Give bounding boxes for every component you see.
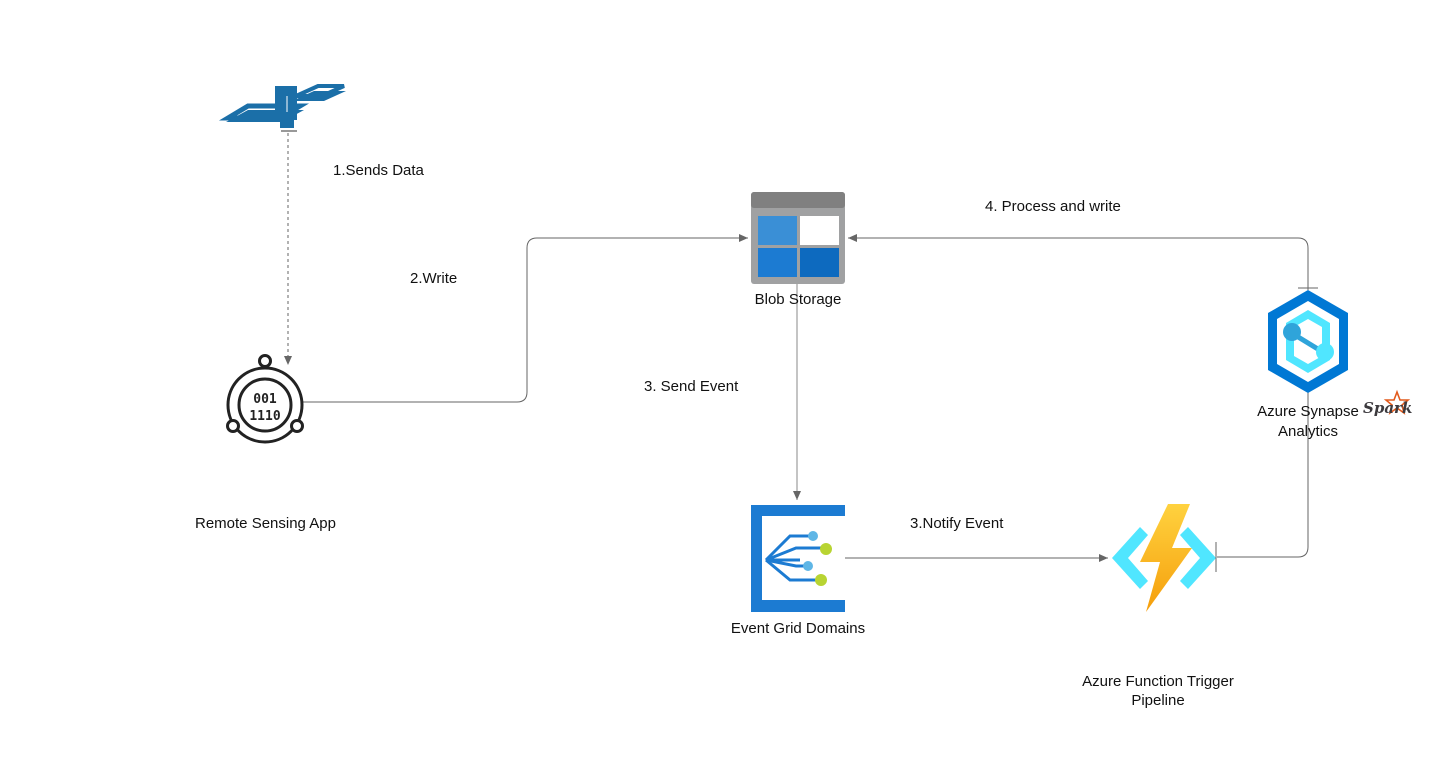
label-event-grid-domains: Event Grid Domains xyxy=(730,620,866,637)
connector-process-write xyxy=(848,234,1318,290)
label-send-event: 3. Send Event xyxy=(644,378,739,395)
spark-badge-text: Spark xyxy=(1363,399,1413,417)
azure-function-icon xyxy=(1112,504,1217,612)
label-sends-data: 1.Sends Data xyxy=(333,162,424,179)
label-write: 2.Write xyxy=(410,270,458,287)
svg-text:001: 001 xyxy=(253,392,277,407)
satellite-icon xyxy=(218,84,346,132)
synapse-icon xyxy=(1268,290,1348,393)
connector-trigger-synapse xyxy=(1217,375,1312,558)
label-remote-sensing-app: Remote Sensing App xyxy=(195,515,336,532)
label-synapse-line1: Azure Synapse xyxy=(1257,403,1359,420)
event-grid-icon xyxy=(751,505,845,612)
connector-write xyxy=(302,234,748,403)
label-azure-function-line1: Azure Function Trigger xyxy=(1082,673,1234,690)
svg-text:1110: 1110 xyxy=(249,409,280,424)
label-notify-event: 3.Notify Event xyxy=(910,515,1004,532)
binary-app-icon: 001 1110 xyxy=(226,354,304,444)
spark-logo-icon xyxy=(1383,389,1411,415)
label-process-write: 4. Process and write xyxy=(985,198,1121,215)
label-blob-storage: Blob Storage xyxy=(754,291,842,308)
blob-storage-icon xyxy=(751,192,845,284)
label-azure-function-line2: Pipeline xyxy=(1131,692,1185,709)
label-synapse-line2: Analytics xyxy=(1277,423,1339,440)
